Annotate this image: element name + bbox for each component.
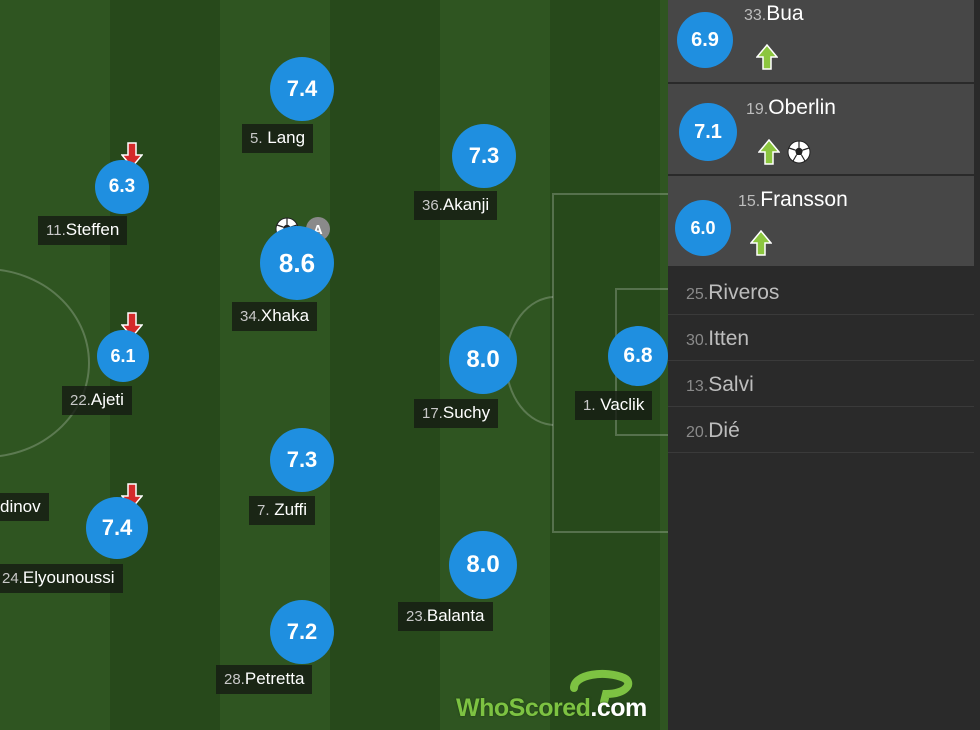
sub-row-fransson[interactable]: 6.0 15.Fransson	[668, 176, 974, 268]
player-rating: 7.4	[86, 497, 148, 559]
sub-row-bua[interactable]: 6.9 33.Bua	[668, 0, 974, 84]
player-name-tag: 5. Lang	[242, 124, 314, 153]
player-number: 11.	[46, 222, 66, 239]
player-name-tag: dinov	[0, 493, 49, 521]
player-name: Steffen	[65, 220, 120, 239]
player-rating: 8.0	[449, 531, 517, 599]
player-name: Elyounoussi	[22, 568, 115, 587]
whoscored-logo: WhoScored.com	[456, 668, 666, 728]
player-name: Vaclik	[600, 395, 645, 414]
sub-on-arrow-icon	[750, 230, 772, 256]
bench-player-itten[interactable]: 30.Itten	[668, 316, 974, 361]
bench-name: Dié	[708, 419, 740, 442]
player-rating: 6.1	[97, 330, 149, 382]
player-rating: 7.3	[452, 124, 516, 188]
logo-text-main: WhoScored	[456, 694, 591, 722]
sub-on-arrow-icon	[758, 139, 780, 165]
player-rating: 7.3	[270, 428, 334, 492]
bench-number: 30.	[686, 332, 709, 349]
player-name: Petretta	[244, 669, 305, 688]
sub-rating: 6.0	[675, 200, 731, 256]
bench-number: 25.	[686, 286, 709, 303]
player-number: 36.	[422, 197, 443, 214]
player-name: Balanta	[426, 606, 485, 625]
bench-player-die[interactable]: 20.Dié	[668, 408, 974, 453]
player-name-tag: 23.Balanta	[398, 602, 493, 631]
sub-number: 19.	[746, 101, 769, 118]
player-name: Lang	[267, 128, 306, 147]
sub-row-oberlin[interactable]: 7.1 19.Oberlin	[668, 84, 974, 176]
player-rating: 6.3	[95, 160, 149, 214]
center-circle	[0, 268, 90, 458]
sub-rating: 6.9	[677, 12, 733, 68]
bench-name: Salvi	[708, 373, 754, 396]
player-rating: 8.0	[449, 326, 517, 394]
player-rating: 6.8	[608, 326, 668, 386]
player-name: Suchy	[442, 403, 491, 422]
player-number: 7.	[257, 502, 270, 519]
player-number: 28.	[224, 671, 245, 688]
bench-name: Riveros	[708, 281, 780, 304]
sub-rating: 7.1	[679, 103, 737, 161]
player-name: dinov	[0, 497, 41, 516]
player-name-tag: 11.Steffen	[38, 216, 128, 245]
player-number: 23.	[406, 608, 427, 625]
player-number: 24.	[2, 570, 23, 587]
sub-number: 33.	[744, 7, 767, 24]
player-name-tag: 22.Ajeti	[62, 386, 132, 415]
player-name: Ajeti	[90, 390, 124, 409]
sub-name-label: 19.Oberlin	[746, 96, 836, 120]
player-name-tag: 7. Zuffi	[249, 496, 316, 525]
penalty-area	[552, 193, 668, 533]
sub-name: Fransson	[760, 188, 848, 211]
player-name: Akanji	[442, 195, 490, 214]
player-name: Zuffi	[274, 500, 308, 519]
bench-player-riveros[interactable]: 25.Riveros	[668, 270, 974, 315]
player-rating: 7.2	[270, 600, 334, 664]
player-name-tag: 1. Vaclik	[575, 391, 653, 420]
sub-number: 15.	[738, 193, 761, 210]
player-name: Xhaka	[260, 306, 310, 325]
player-name-tag: 28.Petretta	[216, 665, 313, 694]
bench-number: 20.	[686, 424, 709, 441]
player-name-tag: 36.Akanji	[414, 191, 498, 220]
player-name-tag: 34.Xhaka	[232, 302, 318, 331]
bench-player-salvi[interactable]: 13.Salvi	[668, 362, 974, 407]
substitutes-panel: 6.9 33.Bua 7.1 19.Oberlin 6.0 15.Fransso…	[668, 0, 980, 730]
sub-name: Oberlin	[768, 96, 836, 119]
sub-name-label: 15.Fransson	[738, 188, 848, 212]
bench-number: 13.	[686, 378, 709, 395]
pitch: 7.4 5. Lang 6.3 11.Steffen 7.3 36.Akanji…	[0, 0, 668, 730]
player-number: 5.	[250, 130, 263, 147]
bench-name: Itten	[708, 327, 750, 350]
player-name-tag: 24.Elyounoussi	[0, 564, 123, 593]
player-number: 1.	[583, 397, 596, 414]
player-number: 34.	[240, 308, 261, 325]
player-name-tag: 17.Suchy	[414, 399, 499, 428]
player-rating: 8.6	[260, 226, 334, 300]
sub-name-label: 33.Bua	[744, 2, 804, 26]
sub-name: Bua	[766, 2, 804, 25]
logo-text-domain: .com	[590, 694, 647, 722]
logo-wordmark: WhoScored.com	[456, 694, 647, 723]
player-number: 17.	[422, 405, 443, 422]
player-rating: 7.4	[270, 57, 334, 121]
player-number: 22.	[70, 392, 91, 409]
football-goal-icon	[787, 140, 811, 164]
question-mark-logo-icon	[570, 669, 633, 706]
sub-on-arrow-icon	[756, 44, 778, 70]
